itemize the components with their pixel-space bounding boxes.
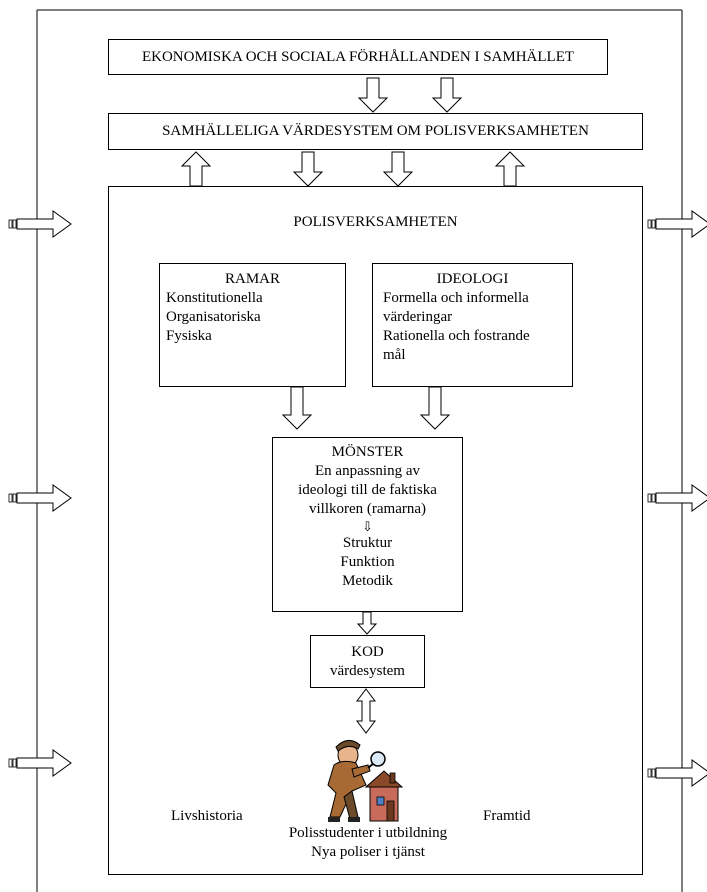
ramar-line-2: Organisatoriska [166, 309, 261, 325]
economic-conditions-label: EKONOMISKA OCH SOCIALA FÖRHÅLLANDEN I SA… [141, 49, 575, 65]
kod-title: KOD [351, 644, 384, 660]
societal-value-systems-label: SAMHÄLLELIGA VÄRDESYSTEM OM POLISVERKSAM… [162, 123, 589, 139]
arrow-down-2 [432, 77, 462, 113]
ideologi-line-1: Formella och informella [383, 290, 529, 306]
ramar-box: RAMAR Konstitutionella Organisatoriska F… [159, 263, 346, 387]
economic-conditions-box: EKONOMISKA OCH SOCIALA FÖRHÅLLANDEN I SA… [108, 39, 608, 75]
ramar-title: RAMAR [224, 271, 280, 287]
kod-box: KOD värdesystem [310, 635, 425, 688]
arrow-up-1 [181, 151, 211, 187]
side-arrow-left-1 [8, 210, 72, 238]
monster-small-arrow-icon: ⇩ [362, 519, 373, 534]
monster-sub-3: Metodik [342, 573, 393, 589]
side-arrow-left-3 [8, 749, 72, 777]
ideologi-line-3: Rationella och fostrande [383, 328, 530, 344]
arrow-up-2 [495, 151, 525, 187]
ramar-line-1: Konstitutionella [166, 290, 263, 306]
monster-line-3: villkoren (ramarna) [308, 501, 427, 517]
side-arrow-right-2 [647, 484, 707, 512]
ideologi-title: IDEOLOGI [436, 271, 509, 287]
ideologi-line-2: värderingar [383, 309, 453, 325]
kod-subtitle: värdesystem [330, 663, 405, 679]
monster-sub-2: Funktion [340, 554, 395, 570]
monster-title: MÖNSTER [331, 444, 404, 460]
students-caption-2: Nya poliser i tjänst [311, 844, 425, 860]
framtid-label: Framtid [483, 808, 531, 824]
arrow-down-4 [383, 151, 413, 187]
arrow-down-1 [358, 77, 388, 113]
police-activity-title: POLISVERKSAMHETEN [293, 214, 458, 230]
societal-value-systems-box: SAMHÄLLELIGA VÄRDESYSTEM OM POLISVERKSAM… [108, 113, 643, 150]
monster-box: MÖNSTER En anpassning av ideologi till d… [272, 437, 463, 612]
ideologi-box: IDEOLOGI Formella och informella värderi… [372, 263, 573, 387]
students-caption-1: Polisstudenter i utbildning [288, 825, 448, 841]
detective-with-magnifier-and-house-icon [327, 740, 404, 822]
side-arrow-left-2 [8, 484, 72, 512]
monster-line-2: ideologi till de faktiska [298, 482, 437, 498]
ideologi-line-4: mål [383, 347, 406, 363]
arrow-down-3 [293, 151, 323, 187]
monster-sub-1: Struktur [342, 535, 393, 551]
monster-line-1: En anpassning av [315, 463, 420, 479]
side-arrow-right-3 [647, 759, 707, 787]
livshistoria-label: Livshistoria [171, 808, 243, 824]
side-arrow-right-1 [647, 210, 707, 238]
ramar-line-3: Fysiska [166, 328, 212, 344]
